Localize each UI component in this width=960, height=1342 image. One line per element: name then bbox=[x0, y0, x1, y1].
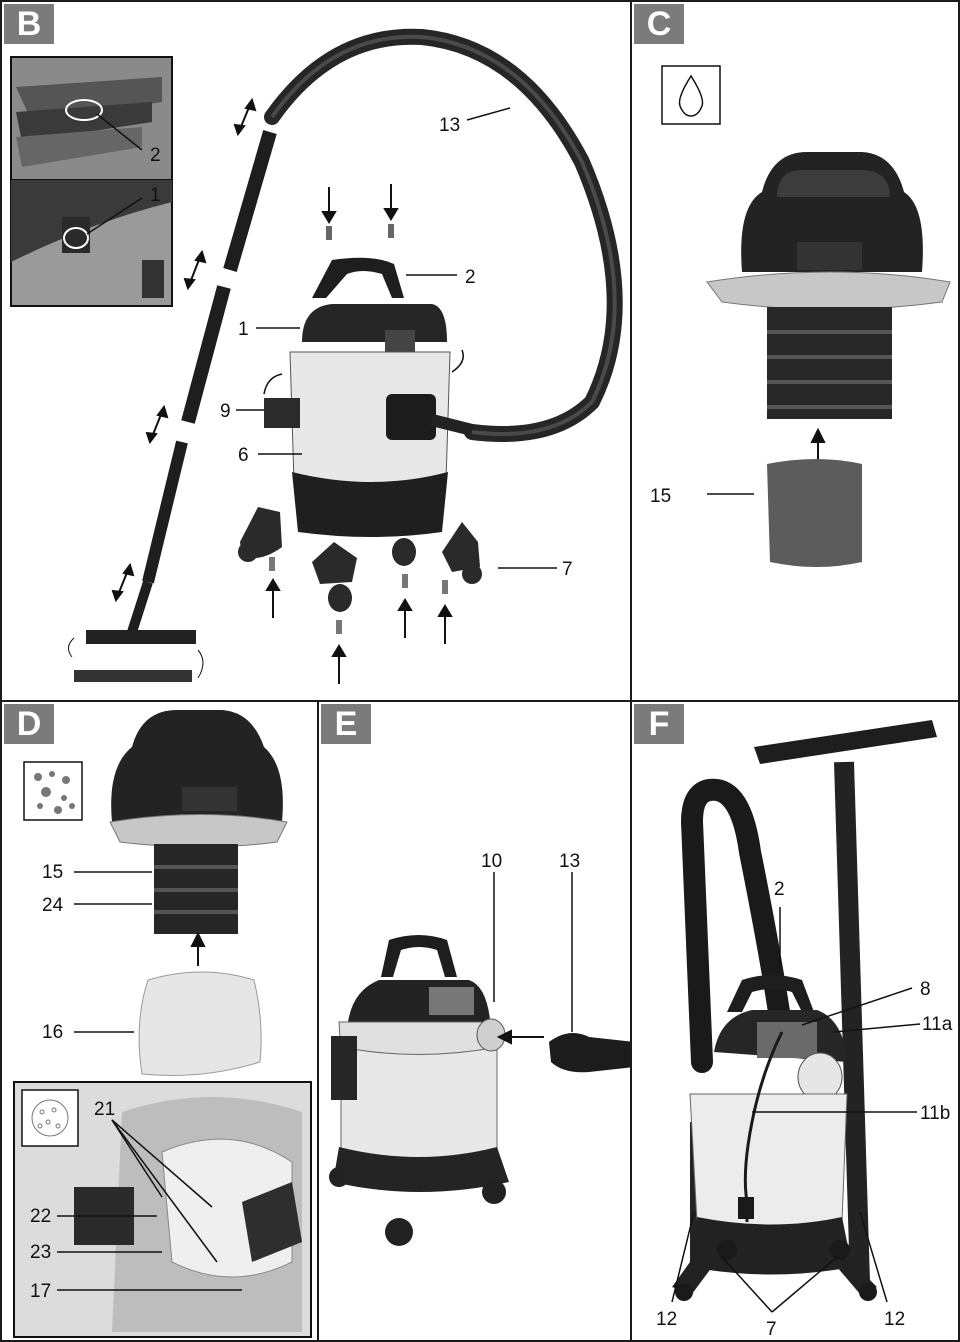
filter-bag-16 bbox=[138, 971, 262, 1076]
label-11a: 11a bbox=[922, 1014, 953, 1035]
floor-nozzle bbox=[86, 630, 196, 644]
label-12-right: 12 bbox=[884, 1309, 906, 1330]
foam-filter-15 bbox=[767, 459, 862, 567]
label-1-head: 1 bbox=[238, 319, 249, 340]
label-15: 15 bbox=[650, 486, 672, 507]
panel-e-badge: E bbox=[321, 704, 371, 744]
tube-segment-2 bbox=[181, 285, 231, 424]
panel-d: D 15 24 16 21 22 23 17 bbox=[0, 700, 319, 1342]
panel-d-badge: D bbox=[4, 704, 54, 744]
label-13: 13 bbox=[439, 115, 461, 136]
parked-tube bbox=[834, 761, 870, 1283]
panel-b-illustration bbox=[10, 28, 623, 684]
container-e bbox=[340, 1046, 498, 1163]
label-22: 22 bbox=[30, 1206, 52, 1227]
label-21: 21 bbox=[94, 1099, 116, 1120]
top-handle-f bbox=[727, 975, 814, 1012]
filter-cage bbox=[767, 307, 892, 419]
label-15: 15 bbox=[42, 862, 64, 883]
panel-f-illustration bbox=[671, 720, 937, 1313]
panel-b-badge: B bbox=[4, 4, 54, 44]
motor-head bbox=[302, 304, 447, 342]
panel-c-badge: C bbox=[634, 4, 684, 44]
label-2-inset: 2 bbox=[150, 145, 161, 166]
floor-nozzle-f bbox=[754, 720, 937, 764]
label-2: 2 bbox=[774, 879, 785, 900]
label-17: 17 bbox=[30, 1281, 52, 1302]
clip-9 bbox=[264, 398, 300, 428]
fine-dust-icon bbox=[31, 1099, 69, 1137]
panel-d-illustration bbox=[13, 710, 312, 1338]
dust-icon bbox=[34, 771, 75, 814]
panel-c: C 15 bbox=[630, 0, 960, 702]
stored-hose bbox=[680, 778, 793, 1073]
label-6: 6 bbox=[238, 445, 249, 466]
castor-4 bbox=[442, 522, 480, 572]
water-drop-icon bbox=[678, 74, 704, 117]
label-7: 7 bbox=[766, 1319, 777, 1340]
label-12-left: 12 bbox=[656, 1309, 678, 1330]
suction-inlet bbox=[386, 394, 436, 440]
label-8: 8 bbox=[920, 979, 931, 1000]
label-7: 7 bbox=[562, 559, 573, 580]
top-handle bbox=[312, 257, 404, 298]
tube-segment-1 bbox=[223, 130, 277, 272]
castor-3 bbox=[392, 538, 416, 566]
panel-b: B bbox=[0, 0, 632, 702]
panel-f: F 2 8 11a 11b 12 7 12 bbox=[630, 700, 960, 1342]
label-11b: 11b bbox=[920, 1103, 951, 1124]
top-handle-e bbox=[381, 935, 457, 977]
label-1-inset: 1 bbox=[150, 185, 161, 206]
tube-segment-3 bbox=[142, 440, 188, 584]
panel-c-illustration bbox=[661, 65, 951, 567]
label-23: 23 bbox=[30, 1242, 52, 1263]
label-13: 13 bbox=[559, 851, 581, 872]
panel-f-badge: F bbox=[634, 704, 684, 744]
container-f bbox=[689, 1093, 848, 1229]
label-2-handle: 2 bbox=[465, 267, 476, 288]
power-cord bbox=[743, 1031, 784, 1222]
hose-end-13 bbox=[549, 1033, 630, 1073]
label-9: 9 bbox=[220, 401, 231, 422]
panel-e-illustration bbox=[329, 872, 630, 1246]
label-24: 24 bbox=[42, 895, 64, 916]
panel-e: E 10 13 bbox=[317, 700, 632, 1342]
castor-2 bbox=[312, 542, 357, 584]
label-16: 16 bbox=[42, 1022, 64, 1043]
label-10: 10 bbox=[481, 851, 503, 872]
